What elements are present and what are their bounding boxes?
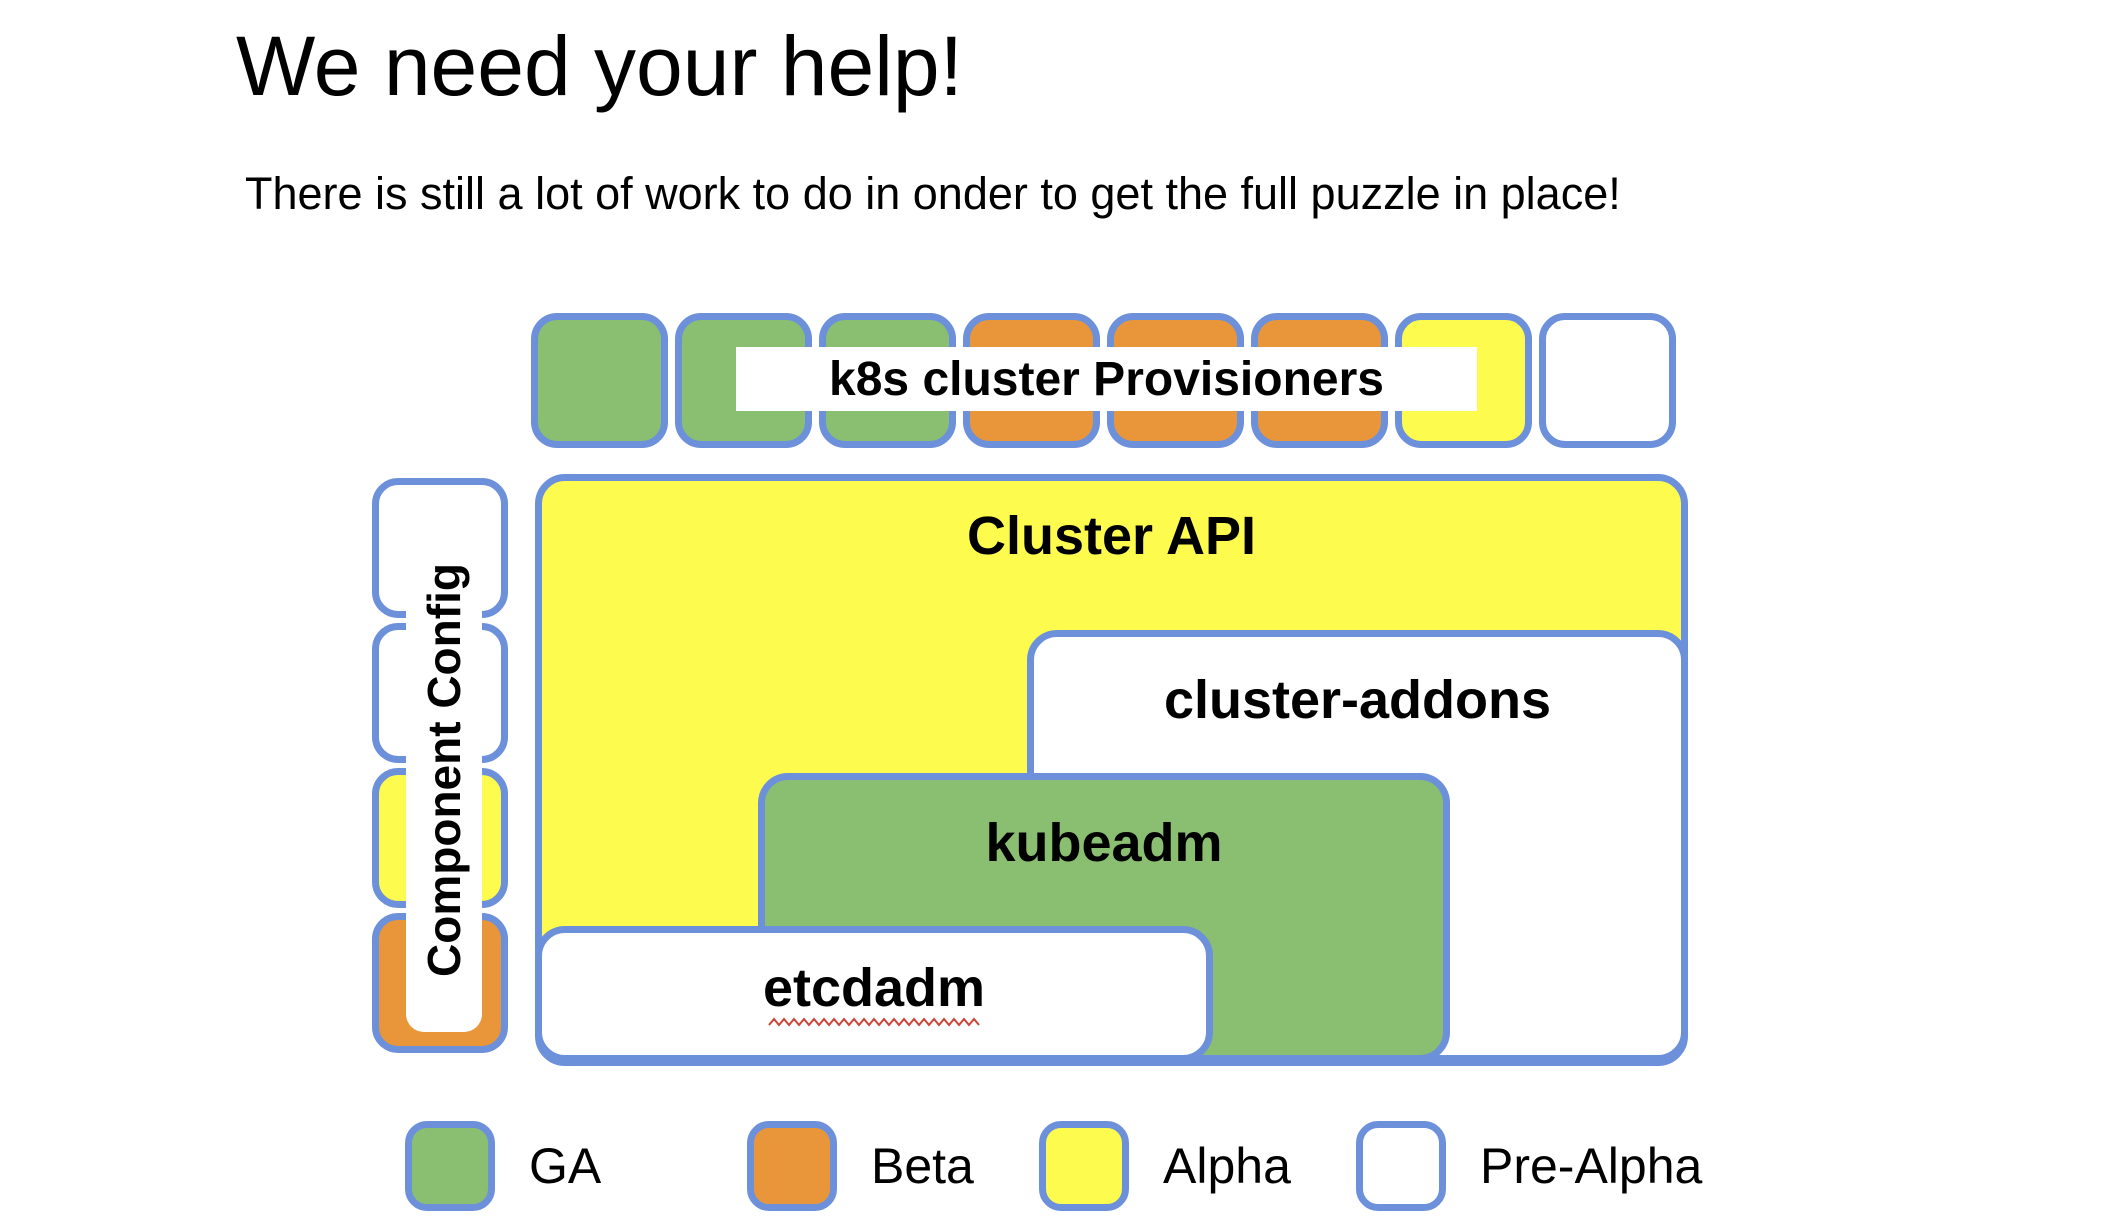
provisioner-square-ga: [531, 313, 668, 448]
legend-swatch-ga: [405, 1121, 495, 1211]
legend-label: Alpha: [1163, 1138, 1291, 1194]
component-config-label: Component Config: [418, 563, 471, 977]
etcdadm-box: etcdadm: [535, 926, 1213, 1062]
legend-label: Pre-Alpha: [1480, 1138, 1703, 1194]
cluster-addons-label: cluster-addons: [1163, 670, 1552, 730]
legend-swatch-pre_alpha: [1356, 1121, 1446, 1211]
legend-swatch-beta: [747, 1121, 837, 1211]
legend-swatch-alpha: [1039, 1121, 1129, 1211]
kubeadm-label: kubeadm: [985, 813, 1223, 873]
etcdadm-label: etcdadm: [762, 958, 986, 1018]
legend-label: Beta: [871, 1138, 974, 1194]
squiggle-icon: [768, 1017, 980, 1027]
cluster-api-label: Cluster API: [966, 506, 1257, 566]
provisioner-square-pre_alpha: [1539, 313, 1676, 448]
legend-label: GA: [529, 1138, 602, 1194]
slide-subtitle: There is still a lot of work to do in on…: [245, 168, 1621, 219]
component-config-label-box: Component Config: [406, 508, 482, 1032]
etcdadm-spellcheck-squiggle: [542, 1017, 1206, 1027]
slide-title: We need your help!: [236, 19, 963, 113]
provisioners-label: k8s cluster Provisioners: [736, 347, 1477, 411]
